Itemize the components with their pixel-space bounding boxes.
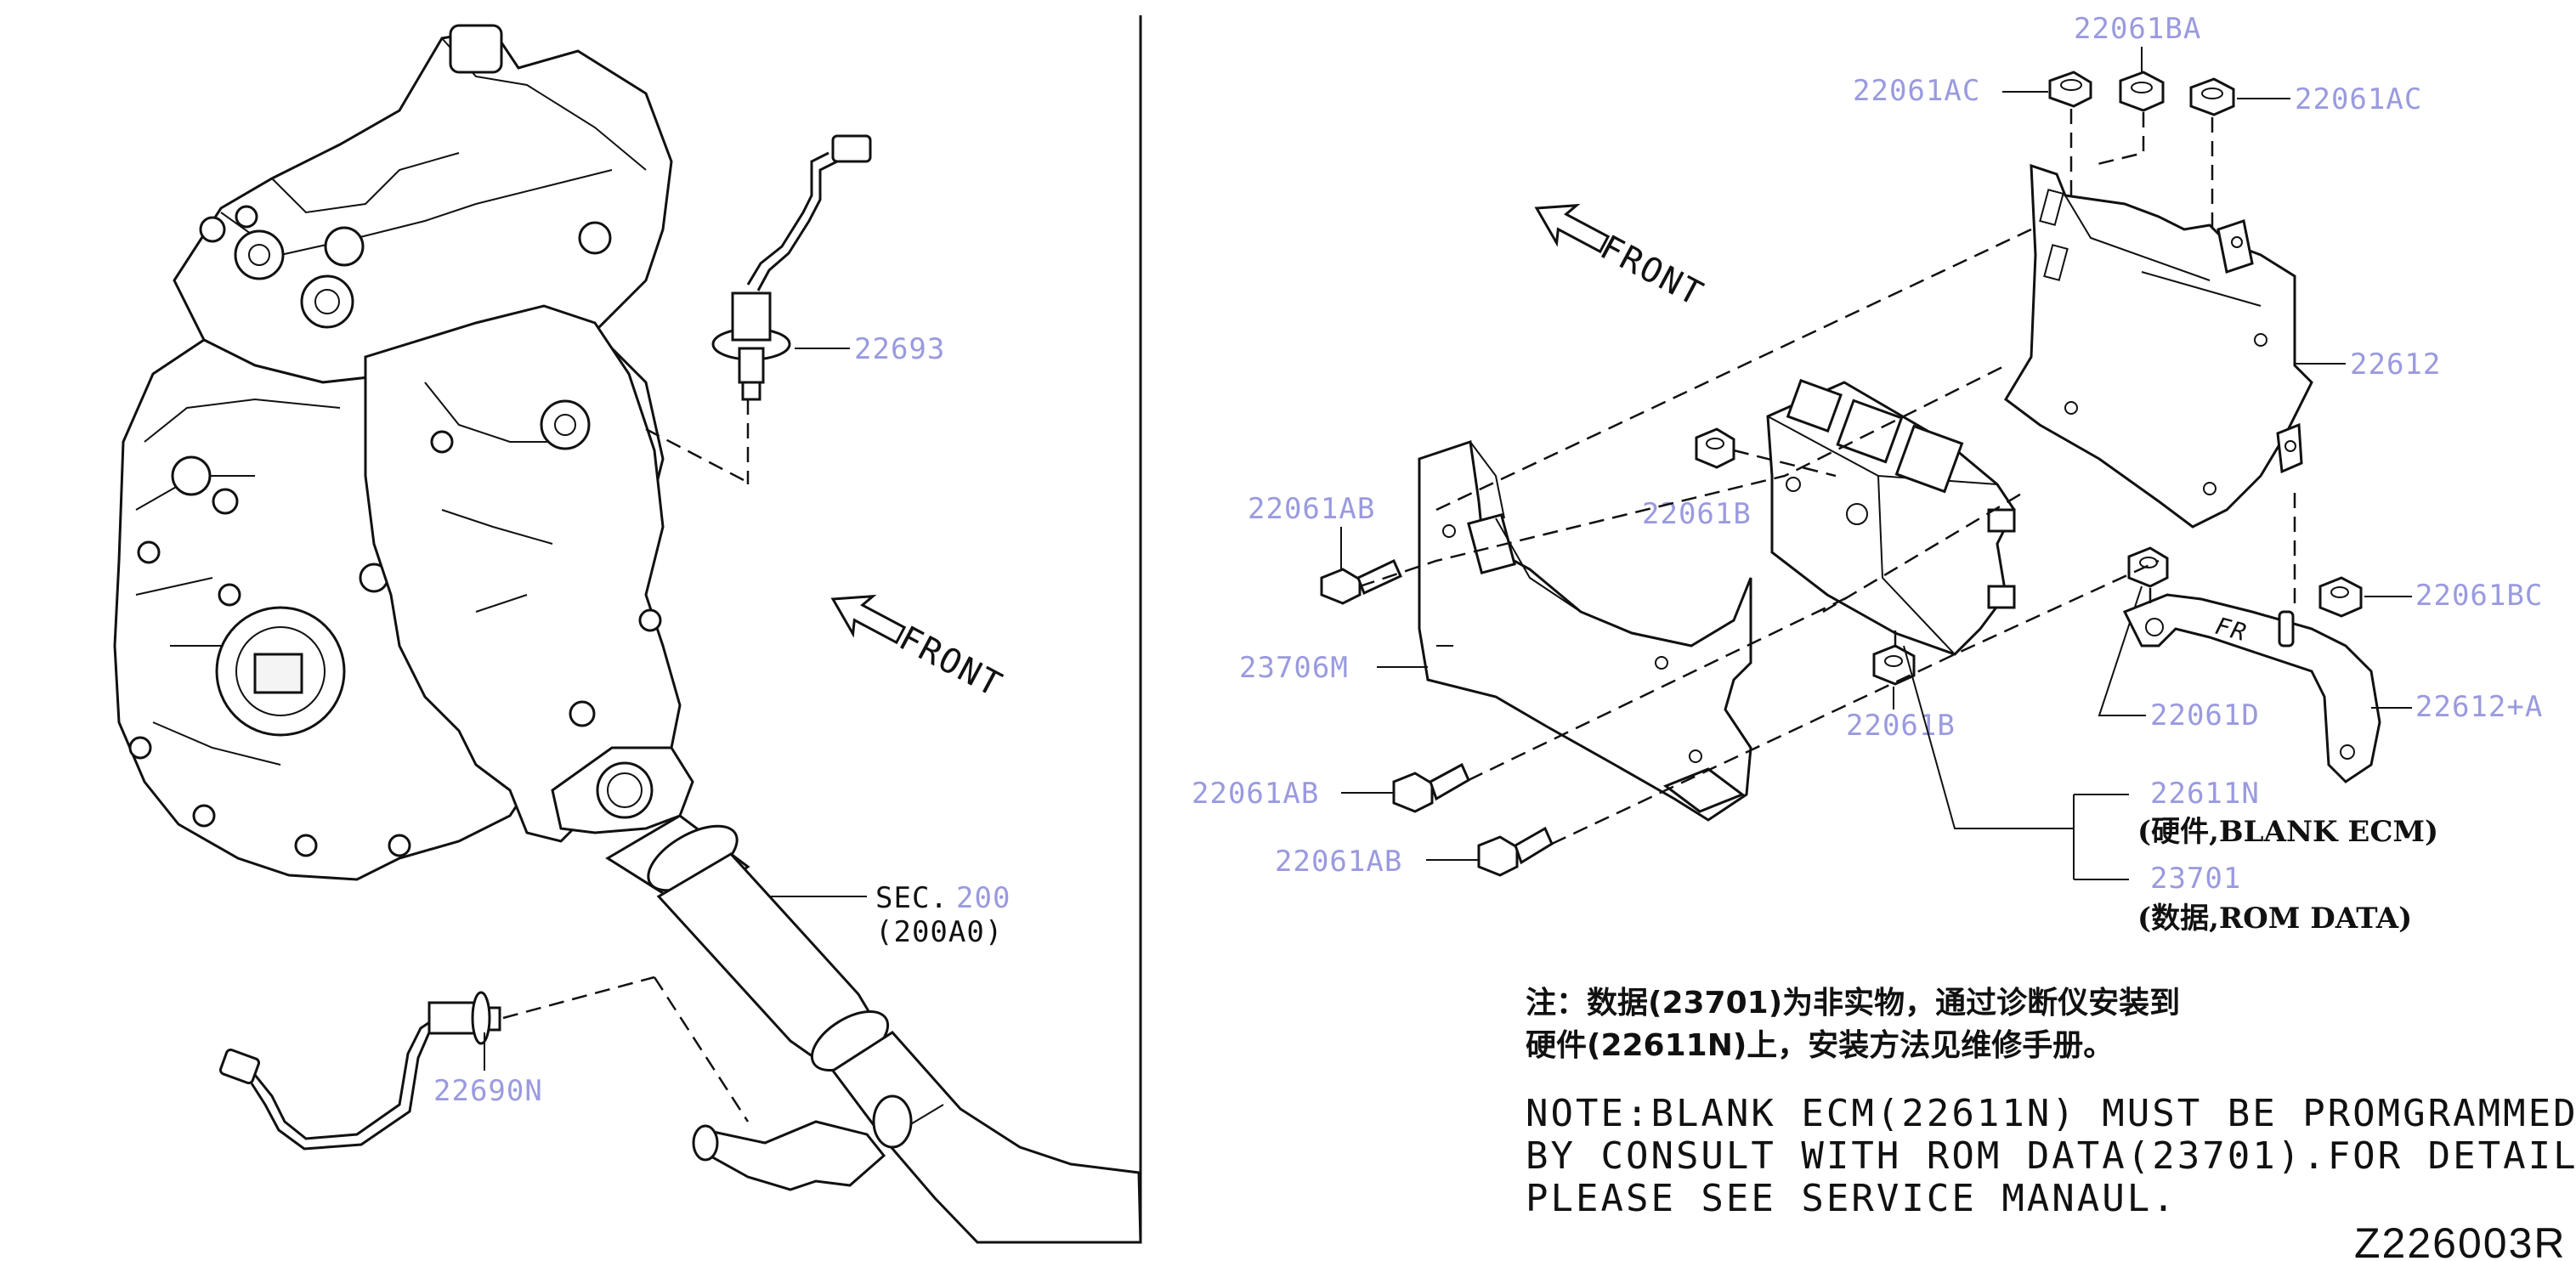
front-arrow-right bbox=[1534, 203, 1611, 254]
bracket-23706M bbox=[1418, 440, 1752, 822]
nut-22061D bbox=[2127, 546, 2169, 588]
label-22061AB-3: 22061AB bbox=[1275, 845, 1402, 879]
drawing-id: Z226003R bbox=[2354, 1219, 2567, 1261]
nut-22061AC-right bbox=[2189, 77, 2235, 116]
nut-22061AC-left bbox=[2048, 71, 2092, 108]
label-22061B-upper: 22061B bbox=[1642, 497, 1752, 531]
label-22061BC: 22061BC bbox=[2415, 579, 2543, 613]
bracket-22612 bbox=[2004, 163, 2313, 529]
label-22061AB-1: 22061AB bbox=[1248, 492, 1375, 526]
label-23701: 23701 bbox=[2150, 862, 2241, 896]
callout-bracket bbox=[1903, 645, 2074, 829]
label-22612A: 22612+A bbox=[2415, 690, 2543, 724]
label-22611N: 22611N bbox=[2150, 777, 2260, 811]
label-22061AC-right: 22061AC bbox=[2295, 82, 2422, 116]
sec-ref-prefix: SEC. bbox=[875, 881, 948, 915]
sec-ref-sub: (200A0) bbox=[875, 915, 1003, 949]
label-22061B-lower: 22061B bbox=[1846, 709, 1956, 743]
exhaust-pipe bbox=[605, 814, 1142, 1244]
note-en-line-3: PLEASE SEE SERVICE MANAUL. bbox=[1526, 1177, 2177, 1220]
bolt-22061AB-2 bbox=[1392, 762, 1470, 813]
note-en-line-2: BY CONSULT WITH ROM DATA(23701).FOR DETA… bbox=[1526, 1134, 2576, 1178]
front-label-right: FRONT bbox=[1594, 228, 1710, 314]
nut-22061BC bbox=[2318, 576, 2363, 618]
label-22612: 22612 bbox=[2350, 348, 2441, 382]
note-cn-line-2: 硬件(22611N)上，安装方法见维修手册。 bbox=[1526, 1028, 2114, 1063]
note-en-line-1: NOTE:BLANK ECM(22611N) MUST BE PROMGRAMM… bbox=[1526, 1092, 2576, 1135]
o2-sensor-lower-22690N bbox=[218, 975, 750, 1151]
front-label-left: FRONT bbox=[892, 619, 1009, 705]
o2-sensor-upper-22693 bbox=[645, 134, 872, 484]
label-22061D: 22061D bbox=[2150, 698, 2260, 732]
label-23701-desc: (数据,ROM DATA) bbox=[2137, 902, 2412, 936]
engine-assembly-drawing bbox=[113, 24, 694, 881]
sec-ref-number: 200 bbox=[956, 881, 1011, 915]
bolt-22061AB-3 bbox=[1477, 826, 1554, 877]
label-22693: 22693 bbox=[854, 332, 945, 366]
ecm-22611N bbox=[1766, 378, 2016, 656]
bracket-22612A: FR bbox=[2122, 593, 2381, 783]
nut-22061BA bbox=[2119, 71, 2165, 112]
front-arrow-left bbox=[830, 594, 907, 645]
note-cn-line-1: 注：数据(23701)为非实物，通过诊断仪安装到 bbox=[1526, 986, 2180, 1021]
label-23706M: 23706M bbox=[1239, 651, 1349, 685]
label-22611N-desc: (硬件,BLANK ECM) bbox=[2137, 815, 2438, 849]
label-22061AB-2: 22061AB bbox=[1192, 777, 1319, 811]
nut-22061B-upper bbox=[1695, 427, 1735, 469]
label-22061AC-left: 22061AC bbox=[1853, 74, 1980, 108]
label-22061BA: 22061BA bbox=[2074, 12, 2201, 46]
label-22690N: 22690N bbox=[433, 1074, 543, 1108]
bolt-22061AB-1 bbox=[1320, 558, 1402, 605]
nut-22061B-lower bbox=[1872, 644, 1916, 686]
